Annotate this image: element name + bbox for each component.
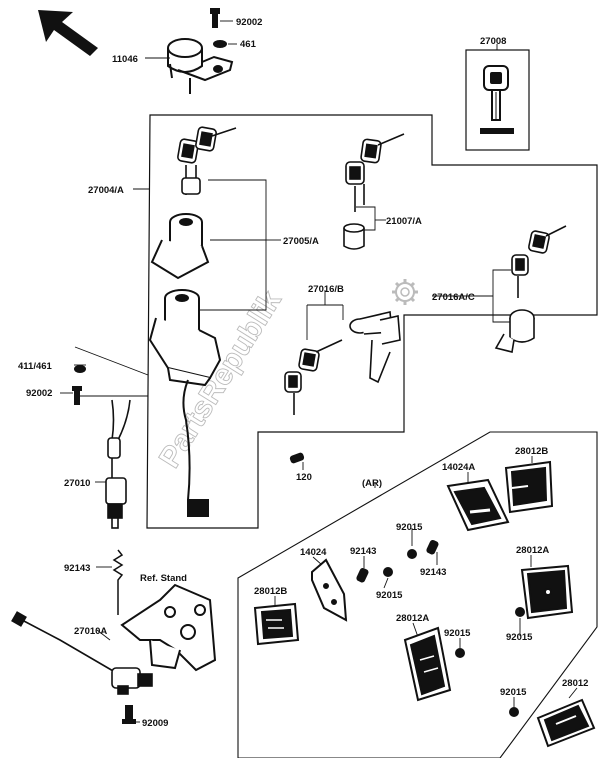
key-tag-box — [465, 49, 530, 151]
label-14024: 14024 — [300, 547, 327, 558]
reflector-28012a-right — [520, 564, 574, 620]
part-labels: 92002 461 11046 27008 27004/A 27005/A 21… — [18, 17, 588, 729]
keys-27016ac — [494, 225, 567, 353]
washer-411-461 — [74, 365, 86, 373]
label-92015-e: 92015 — [500, 687, 527, 698]
switch-27010 — [105, 399, 131, 529]
main-group-outline — [146, 114, 598, 529]
screw-92009 — [122, 705, 136, 724]
label-27008: 27008 — [480, 36, 506, 47]
nut-92015-c — [515, 607, 525, 617]
washer-461-top — [213, 40, 227, 48]
keys-27004-upper — [177, 126, 237, 195]
label-92002-mid: 92002 — [26, 388, 52, 399]
reflector-28012a-mid — [403, 626, 452, 702]
label-92015-b: 92015 — [376, 590, 403, 601]
label-28012b-left: 28012B — [254, 586, 287, 597]
label-27005a: 27005/A — [283, 236, 319, 247]
label-92015-a: 92015 — [396, 522, 423, 533]
label-411-461: 411/461 — [18, 361, 53, 372]
bracket-11046 — [167, 38, 234, 94]
direction-arrow-icon — [38, 10, 98, 56]
reflector-28012b-left — [253, 602, 300, 646]
ref-stand — [120, 583, 217, 672]
label-120: 120 — [296, 472, 312, 483]
spring-92143 — [112, 549, 124, 615]
label-11046: 11046 — [112, 54, 138, 65]
label-14024a: 14024A — [442, 462, 475, 473]
nut-92015-b — [383, 567, 393, 577]
nut-92015-d — [455, 648, 465, 658]
bracket-14024 — [311, 558, 348, 622]
label-27010a: 27010A — [74, 626, 107, 637]
screw-92143-right — [426, 539, 439, 555]
label-21007a: 21007/A — [386, 216, 422, 227]
label-28012a-right: 28012A — [516, 545, 549, 556]
ignition-switch-body — [148, 289, 222, 517]
nut-92015-a — [407, 549, 417, 559]
label-27010: 27010 — [64, 478, 90, 489]
bolt-92002-mid — [72, 386, 82, 405]
ar-group-outline — [237, 431, 598, 758]
label-28012a-mid: 28012A — [396, 613, 429, 624]
label-92015-c: 92015 — [444, 628, 471, 639]
label-92009: 92009 — [142, 718, 168, 729]
screw-92143-left — [356, 567, 369, 583]
label-92002-top: 92002 — [236, 17, 262, 28]
reflector-28012-bottom — [536, 698, 596, 748]
label-92143-left: 92143 — [64, 563, 90, 574]
keys-21007a — [343, 133, 405, 250]
leader-lines — [60, 20, 578, 723]
reflector-28012b-top — [504, 460, 554, 514]
label-27016b: 27016/B — [308, 284, 344, 295]
label-461: 461 — [240, 39, 257, 50]
label-27016ac: 27016A/C — [432, 292, 475, 303]
key-tag-27008 — [480, 65, 514, 134]
screw-120 — [289, 452, 305, 464]
label-28012: 28012 — [562, 678, 588, 689]
reflector-14024a — [446, 478, 510, 532]
switch-27010a — [11, 611, 153, 695]
label-ar: (AR) — [362, 478, 382, 489]
label-92143-b: 92143 — [350, 546, 376, 557]
label-92143-a: 92143 — [420, 567, 446, 578]
label-ref-stand: Ref. Stand — [140, 573, 187, 584]
lock-27005a — [150, 213, 210, 280]
label-28012b-top: 28012B — [515, 446, 548, 457]
gear-logo-icon — [392, 279, 418, 305]
label-92015-d: 92015 — [506, 632, 533, 643]
label-27004a: 27004/A — [88, 185, 124, 196]
bolt-92002-top — [210, 8, 220, 28]
keys-27016b — [284, 311, 401, 415]
nut-92015-e — [509, 707, 519, 717]
